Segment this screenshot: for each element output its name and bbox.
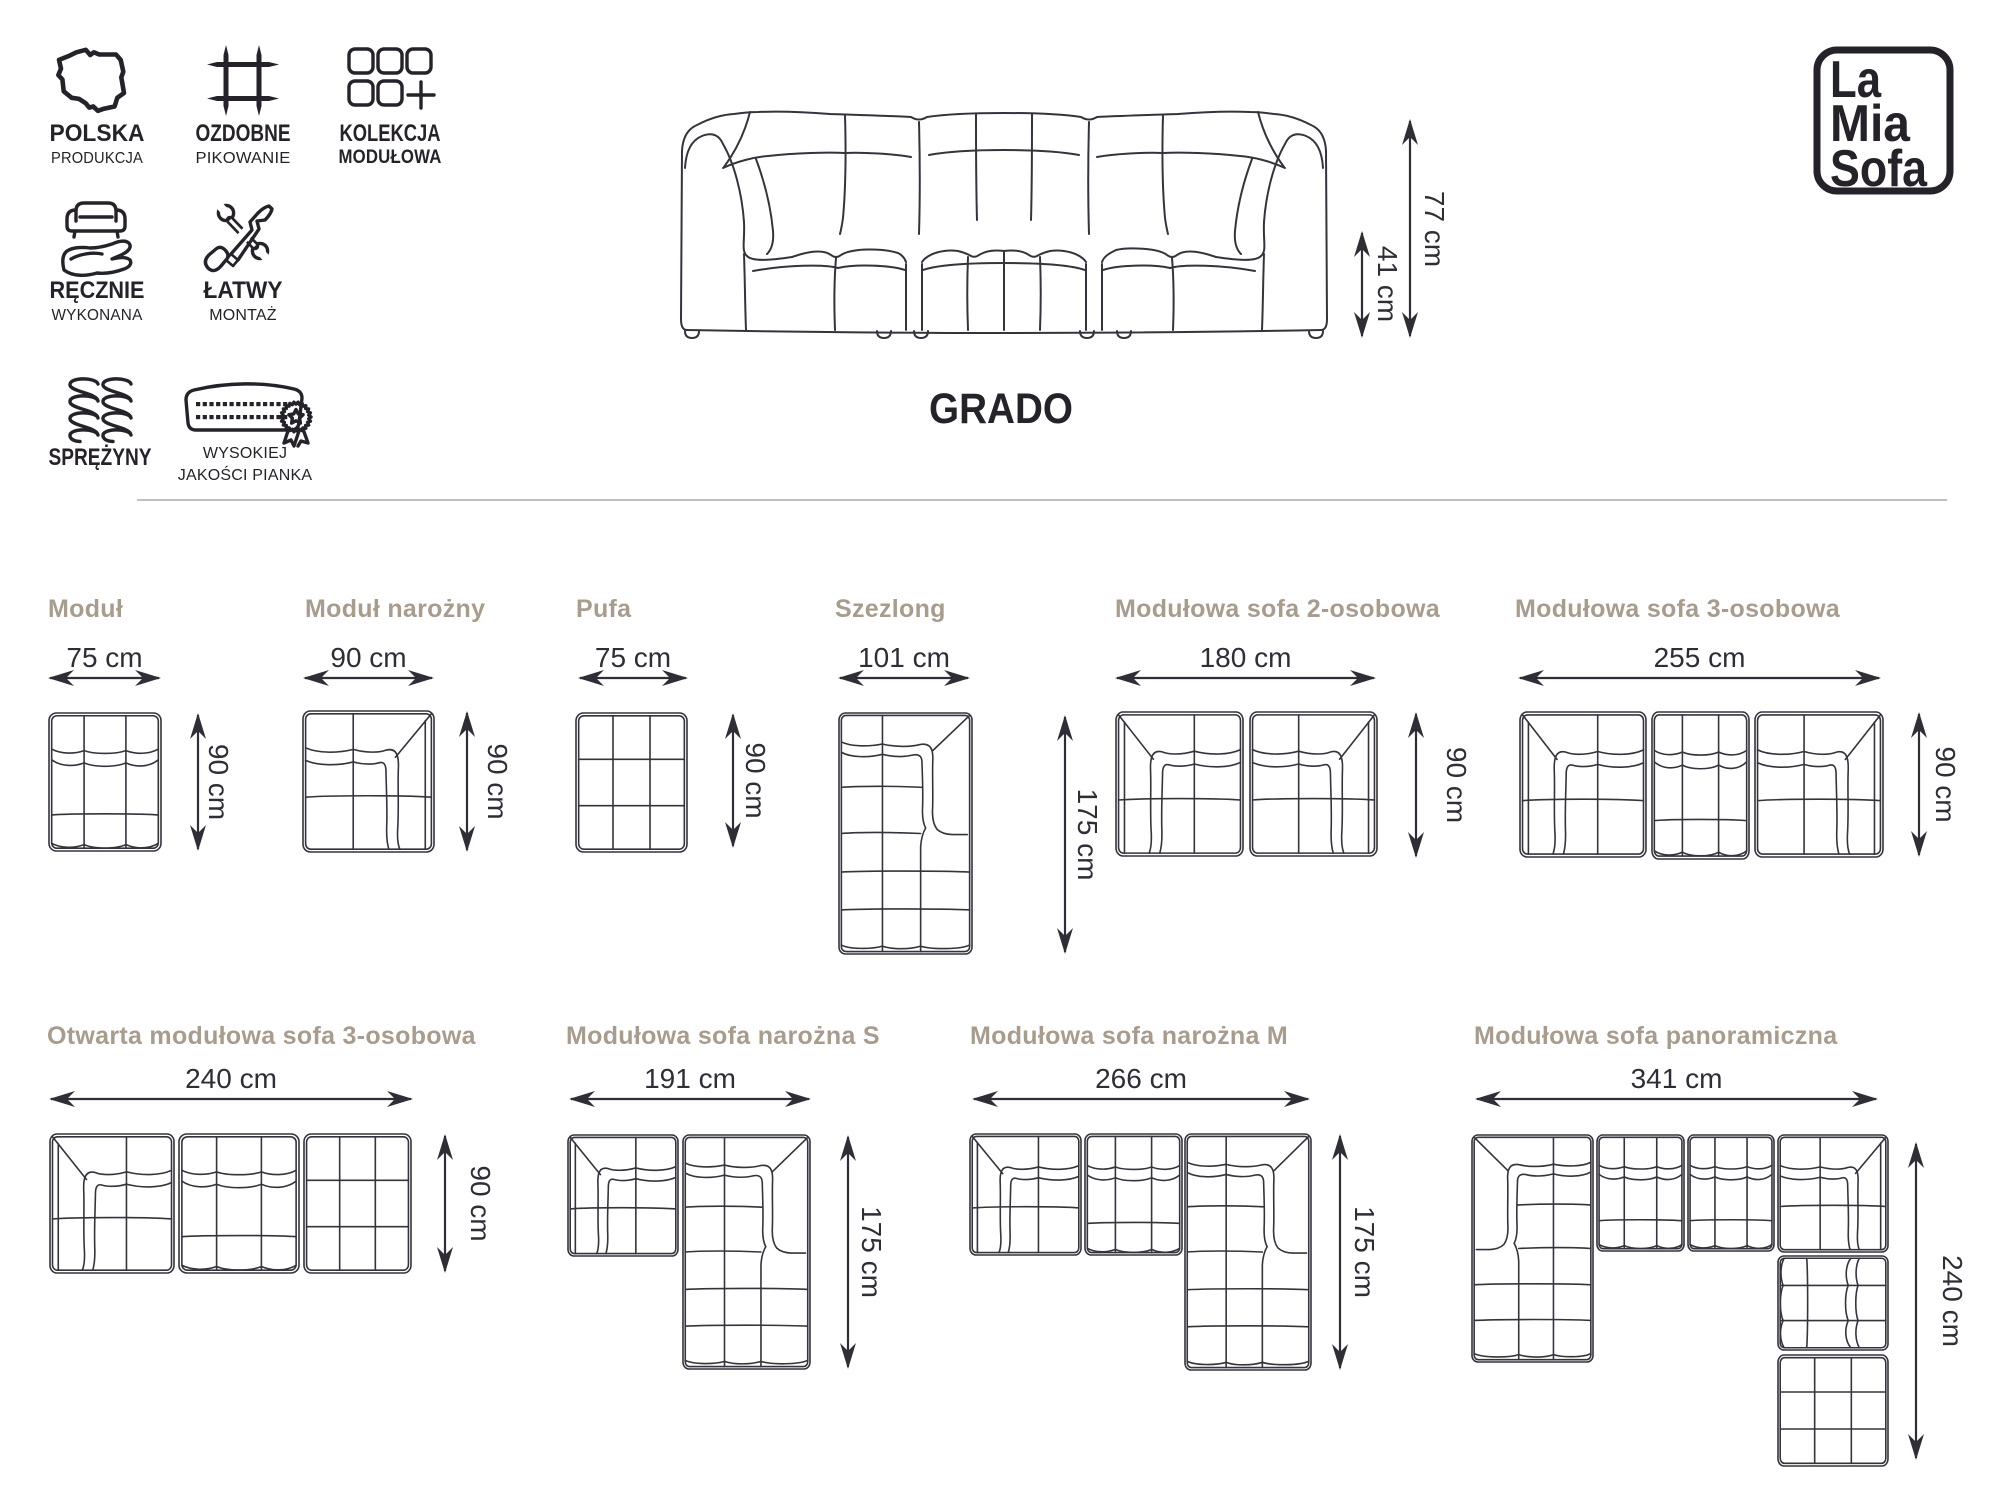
svg-text:255 cm: 255 cm xyxy=(1654,642,1746,673)
svg-text:90 cm: 90 cm xyxy=(482,743,513,819)
svg-text:ŁATWY: ŁATWY xyxy=(204,277,283,304)
svg-text:175 cm: 175 cm xyxy=(1349,1206,1380,1298)
svg-text:101 cm: 101 cm xyxy=(858,642,950,673)
svg-text:MONTAŻ: MONTAŻ xyxy=(209,305,277,324)
svg-text:POLSKA: POLSKA xyxy=(50,120,145,147)
svg-text:Moduł: Moduł xyxy=(48,595,123,623)
svg-text:240 cm: 240 cm xyxy=(1937,1255,1968,1347)
svg-text:175 cm: 175 cm xyxy=(856,1206,887,1298)
svg-text:90 cm: 90 cm xyxy=(330,642,406,673)
svg-text:90 cm: 90 cm xyxy=(740,742,771,818)
svg-text:75 cm: 75 cm xyxy=(595,642,671,673)
svg-text:PRODUKCJA: PRODUKCJA xyxy=(51,150,143,167)
svg-text:Szezlong: Szezlong xyxy=(835,595,946,623)
svg-text:90 cm: 90 cm xyxy=(465,1165,496,1241)
svg-text:GRADO: GRADO xyxy=(929,385,1073,433)
svg-text:191 cm: 191 cm xyxy=(644,1063,736,1094)
svg-text:175 cm: 175 cm xyxy=(1072,789,1103,881)
svg-text:Moduł narożny: Moduł narożny xyxy=(305,595,485,623)
svg-text:240 cm: 240 cm xyxy=(185,1063,277,1094)
svg-text:KOLEKCJA: KOLEKCJA xyxy=(340,120,441,147)
svg-text:SPRĘŻYNY: SPRĘŻYNY xyxy=(49,444,152,471)
svg-text:90 cm: 90 cm xyxy=(203,744,234,820)
svg-text:Pufa: Pufa xyxy=(576,595,632,623)
svg-text:266 cm: 266 cm xyxy=(1095,1063,1187,1094)
svg-text:341 cm: 341 cm xyxy=(1631,1063,1723,1094)
svg-text:RĘCZNIE: RĘCZNIE xyxy=(50,277,145,304)
svg-text:WYSOKIEJ: WYSOKIEJ xyxy=(203,445,287,462)
svg-text:77 cm: 77 cm xyxy=(1419,191,1450,267)
svg-text:Modułowa sofa panoramiczna: Modułowa sofa panoramiczna xyxy=(1474,1022,1838,1050)
svg-text:MODUŁOWA: MODUŁOWA xyxy=(339,147,442,168)
svg-text:PIKOWANIE: PIKOWANIE xyxy=(196,150,291,167)
svg-text:90 cm: 90 cm xyxy=(1930,746,1961,822)
svg-text:Sofa: Sofa xyxy=(1830,140,1928,198)
svg-text:90 cm: 90 cm xyxy=(1441,747,1472,823)
svg-text:Modułowa sofa narożna M: Modułowa sofa narożna M xyxy=(970,1022,1288,1050)
svg-text:Mia: Mia xyxy=(1830,95,1911,153)
svg-text:Modułowa sofa narożna S: Modułowa sofa narożna S xyxy=(566,1022,880,1050)
svg-text:41 cm: 41 cm xyxy=(1372,246,1403,322)
svg-text:Modułowa sofa 2-osobowa: Modułowa sofa 2-osobowa xyxy=(1115,595,1441,623)
svg-text:La: La xyxy=(1830,51,1882,109)
svg-text:Modułowa sofa 3-osobowa: Modułowa sofa 3-osobowa xyxy=(1515,595,1841,623)
svg-text:JAKOŚCI PIANKA: JAKOŚCI PIANKA xyxy=(178,465,313,484)
svg-text:75 cm: 75 cm xyxy=(66,642,142,673)
svg-text:WYKONANA: WYKONANA xyxy=(52,307,143,324)
svg-text:Otwarta modułowa sofa 3-osobow: Otwarta modułowa sofa 3-osobowa xyxy=(47,1022,477,1050)
svg-text:OZDOBNE: OZDOBNE xyxy=(196,120,291,147)
svg-text:180 cm: 180 cm xyxy=(1200,642,1292,673)
